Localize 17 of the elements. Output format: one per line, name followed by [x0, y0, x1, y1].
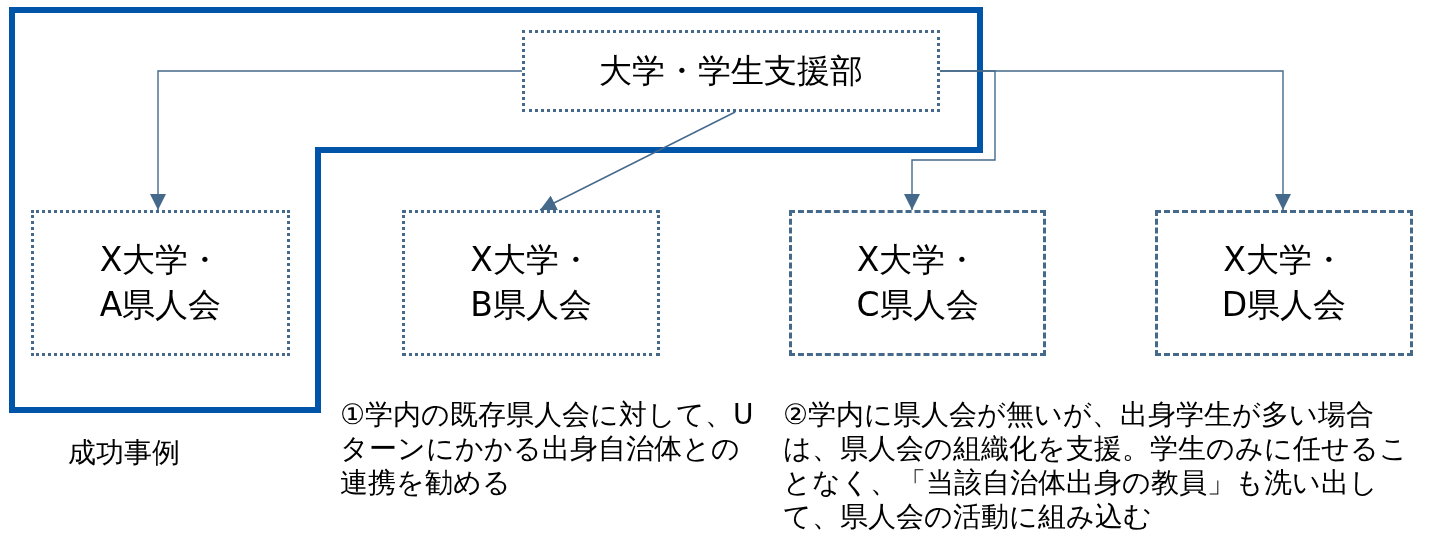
- arrow: [939, 70, 1291, 211]
- org-box: [31, 210, 290, 356]
- node-text: X大学・A県人会: [98, 239, 223, 326]
- node-text: X大学・B県人会: [469, 239, 593, 326]
- org-box: [522, 30, 940, 112]
- note-text: ①学内の既存県人会に対して、Uターンにかかる出身自治体との連携を勧める: [340, 398, 755, 501]
- node-text: 大学・学生支援部: [599, 49, 863, 92]
- node-text: X大学・C県人会: [855, 239, 980, 326]
- arrow: [539, 111, 736, 211]
- arrow: [150, 70, 523, 211]
- note-text: ②学内に県人会が無いが、出身学生が多い場合は、県人会の組織化を支援。学生のみに任せることなく、「当該自治体出身の教員」も洗い出して、県人会の活動に組み込む: [783, 398, 1409, 535]
- caption-text: 成功事例: [68, 436, 181, 471]
- arrow: [904, 70, 996, 211]
- node-text: X大学・D県人会: [1220, 239, 1348, 326]
- org-box: [1155, 210, 1413, 356]
- org-box: [789, 210, 1046, 356]
- org-box: [402, 210, 660, 356]
